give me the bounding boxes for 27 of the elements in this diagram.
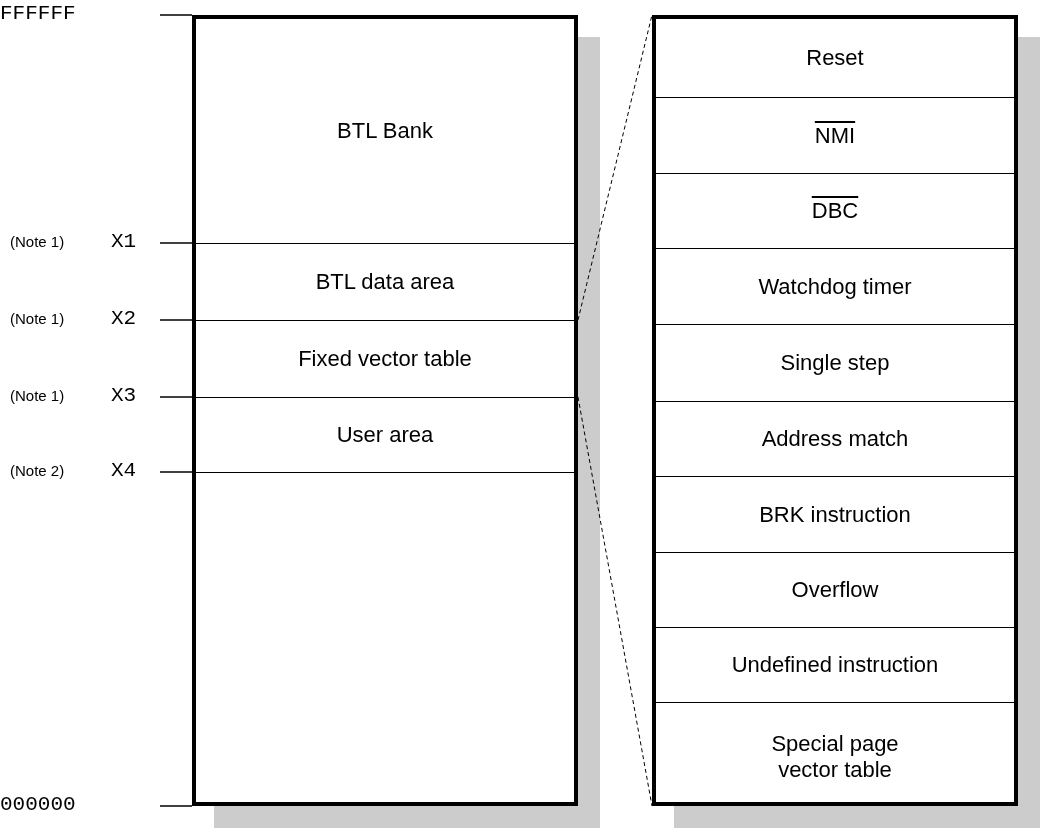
band-label: DBC (811, 198, 859, 224)
band-label: Special page vector table (770, 730, 900, 783)
band-label: User area (336, 422, 434, 448)
band-label: Address match (761, 426, 909, 452)
note-label: (Note 1) (10, 233, 65, 250)
note-label: (Note 2) (10, 462, 65, 479)
boundary-label: X2 (111, 307, 137, 330)
boundary-label: X3 (111, 384, 137, 407)
band-label: NMI (814, 122, 856, 149)
band-label: BRK instruction (759, 501, 911, 528)
boundary-label: X4 (111, 459, 137, 482)
expansion-line (577, 396, 653, 807)
address-label: 000000 (0, 793, 76, 816)
band-label: BTL data area (315, 269, 455, 295)
band-label: Reset (806, 45, 864, 71)
note-label: (Note 1) (10, 387, 65, 404)
band-label: Watchdog timer (758, 273, 912, 300)
boundary-label: X1 (111, 230, 137, 253)
band-label: Fixed vector table (298, 346, 472, 372)
expansion-line (577, 14, 653, 321)
band-label: Overflow (791, 577, 879, 603)
band-label: Undefined instruction (731, 652, 939, 678)
address-label: FFFFFF (0, 2, 76, 25)
band-label: BTL Bank (337, 118, 433, 144)
vector-table (652, 15, 1018, 806)
band-label: Single step (780, 350, 890, 376)
note-label: (Note 1) (10, 310, 65, 327)
